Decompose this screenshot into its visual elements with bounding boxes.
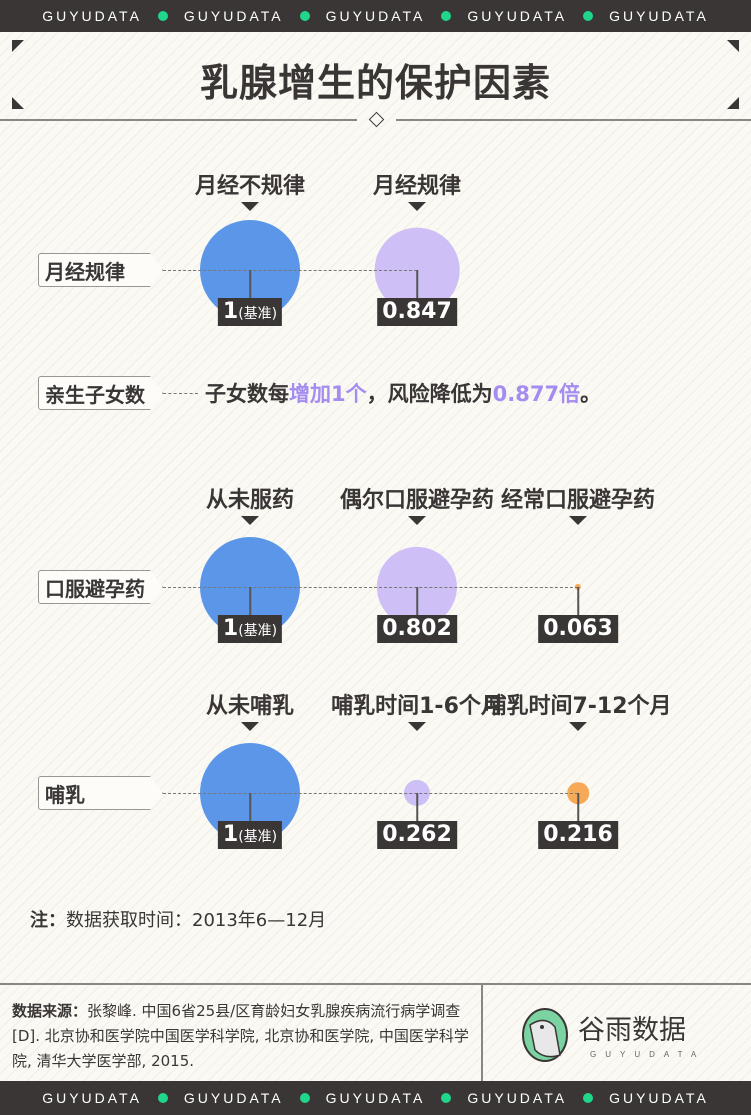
row-label: 口服避孕药: [38, 570, 163, 604]
brand-text: GUYUDATA: [42, 1090, 142, 1106]
divider: [481, 985, 483, 1082]
reference-note: (基准): [238, 306, 278, 322]
children-sentence: 子女数每增加1个，风险降低为0.877倍。: [205, 382, 602, 406]
value-label: 0.847: [377, 298, 457, 326]
brand-bar-bottom: GUYUDATA GUYUDATA GUYUDATA GUYUDATA GUYUDATA: [0, 1081, 751, 1115]
diamond-icon: [368, 111, 385, 128]
row-label: 月经规律: [38, 253, 163, 287]
leader-line: [577, 587, 579, 615]
pointer-triangle-icon: [408, 722, 426, 731]
brand-text: GUYUDATA: [325, 1090, 426, 1106]
corner-decoration: [12, 40, 24, 52]
value-label: 1(基准): [217, 298, 283, 326]
svg-text:谷雨数据: 谷雨数据: [578, 1015, 686, 1046]
brand-text: GUYUDATA: [609, 1090, 709, 1106]
brand-bar-top: GUYUDATA GUYUDATA GUYUDATA GUYUDATA GUYUDATA: [0, 0, 751, 32]
brand-text: GUYUDATA: [183, 1090, 284, 1106]
value-label: 1(基准): [217, 615, 283, 643]
value-text: 0.216: [543, 822, 613, 847]
brand-text: GUYUDATA: [42, 8, 142, 24]
corner-decoration: [727, 40, 739, 52]
value-label: 0.063: [538, 615, 618, 643]
pointer-triangle-icon: [569, 722, 587, 731]
category-label: 经常口服避孕药: [500, 488, 656, 513]
row-label: 哺乳: [38, 776, 163, 810]
leader-line: [416, 793, 418, 821]
value-text: 0.802: [382, 616, 452, 641]
footer: 数据来源：张黎峰. 中国6省25县/区育龄妇女乳腺疾病流行病学调查[D]. 北京…: [0, 983, 751, 1082]
pointer-triangle-icon: [408, 516, 426, 525]
value-text: 0.847: [382, 299, 452, 324]
leader-line: [416, 587, 418, 615]
value-text: 0.063: [543, 616, 613, 641]
category-label: 哺乳时间7-12个月: [484, 694, 672, 719]
category-label: 从未服药: [205, 488, 295, 513]
category-label: 月经不规律: [194, 174, 306, 199]
dashed-line: [163, 587, 578, 588]
value-text: 1: [222, 822, 239, 847]
bird-logo-icon: 谷雨数据 GUYUDATA: [522, 1008, 705, 1062]
dot-icon: [441, 1093, 452, 1103]
source-text: 数据来源：张黎峰. 中国6省25县/区育龄妇女乳腺疾病流行病学调查[D]. 北京…: [12, 1002, 469, 1070]
brand-text: GUYUDATA: [325, 8, 426, 24]
page-title: 乳腺增生的保护因素: [199, 61, 551, 105]
divider: [396, 119, 751, 121]
note: 注：数据获取时间：2013年6—12月: [30, 910, 327, 931]
pointer-triangle-icon: [241, 516, 259, 525]
dashed-line: [163, 270, 417, 271]
dot-icon: [157, 1093, 168, 1103]
value-text: 1: [222, 616, 239, 641]
dashed-line: [163, 393, 198, 394]
divider: [0, 119, 357, 121]
leader-line: [577, 793, 579, 821]
row-label: 亲生子女数: [38, 376, 163, 410]
brand-text: GUYUDATA: [467, 8, 568, 24]
brand-text: GUYUDATA: [467, 1090, 568, 1106]
category-label: 月经规律: [372, 174, 462, 199]
value-text: 1: [222, 299, 239, 324]
leader-line: [416, 270, 418, 298]
pointer-triangle-icon: [408, 202, 426, 211]
leader-line: [249, 793, 251, 821]
corner-decoration: [727, 97, 739, 109]
dot-icon: [583, 11, 594, 21]
value-text: 0.262: [382, 822, 452, 847]
category-label: 从未哺乳: [205, 694, 295, 719]
pointer-triangle-icon: [241, 202, 259, 211]
dot-icon: [299, 1093, 310, 1103]
value-label: 0.216: [538, 821, 618, 849]
pointer-triangle-icon: [569, 516, 587, 525]
brand-text: GUYUDATA: [183, 8, 284, 24]
pointer-triangle-icon: [241, 722, 259, 731]
reference-note: (基准): [238, 623, 278, 639]
value-label: 1(基准): [217, 821, 283, 849]
reference-note: (基准): [238, 829, 278, 845]
dot-icon: [583, 1093, 594, 1103]
dot-icon: [157, 11, 168, 21]
logo: 谷雨数据 GUYUDATA: [520, 1005, 720, 1069]
brand-text: GUYUDATA: [609, 8, 709, 24]
leader-line: [249, 587, 251, 615]
category-label: 哺乳时间1-6个月: [331, 694, 503, 719]
value-label: 0.802: [377, 615, 457, 643]
svg-text:GUYUDATA: GUYUDATA: [590, 1050, 705, 1059]
category-label: 偶尔口服避孕药: [339, 488, 495, 513]
value-label: 0.262: [377, 821, 457, 849]
dot-icon: [441, 11, 452, 21]
dot-icon: [299, 11, 310, 21]
corner-decoration: [12, 97, 24, 109]
leader-line: [249, 270, 251, 298]
dashed-line: [163, 793, 578, 794]
